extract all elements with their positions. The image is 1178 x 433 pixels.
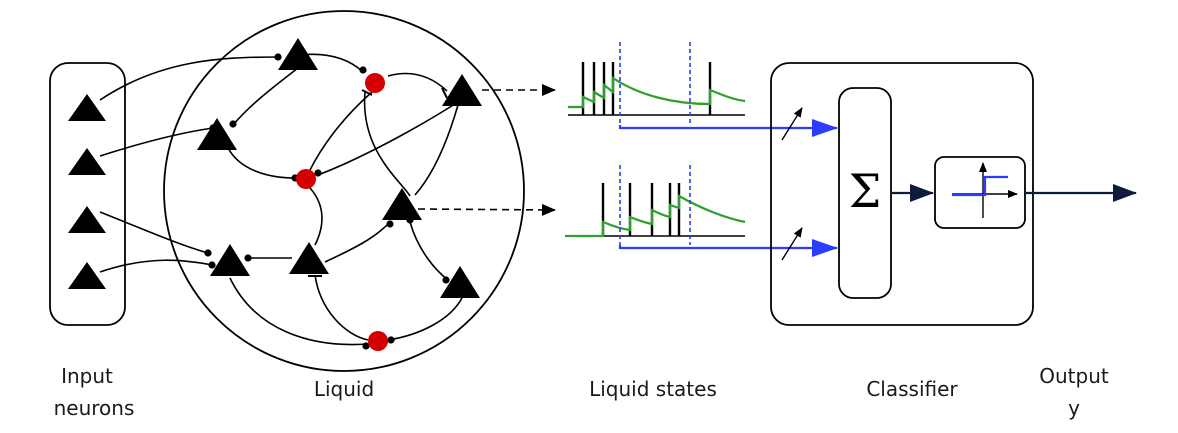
- inhibitory-synapse-bar: [441, 87, 448, 99]
- input-neurons-label-line2: neurons: [54, 396, 135, 420]
- step-function-icon: [952, 162, 1018, 218]
- synapse-dot: [244, 254, 252, 262]
- excitatory-neuron-icon: [278, 38, 318, 70]
- excitatory-neuron-icon: [442, 74, 482, 106]
- connection: [409, 221, 449, 281]
- connection: [99, 127, 214, 157]
- output-label-line2: y: [1068, 396, 1080, 420]
- liquid-group: [99, 10, 525, 372]
- synapse-dot: [314, 169, 322, 177]
- connection: [314, 274, 369, 341]
- synapse-dot: [229, 120, 237, 128]
- synapse-dot: [387, 336, 395, 344]
- readout-arrow-1: [618, 119, 838, 137]
- liquid-states-label: Liquid states: [589, 377, 717, 401]
- excitatory-neuron-icon: [197, 118, 237, 150]
- connection: [387, 297, 463, 341]
- weight-arrow-icon: [781, 227, 803, 261]
- membrane-trace: [568, 75, 746, 109]
- synapse-dot: [204, 249, 212, 257]
- excitatory-neuron-icon: [210, 244, 250, 276]
- synapse-dot: [442, 276, 450, 284]
- connection: [414, 104, 459, 196]
- input-neurons-box: [49, 62, 126, 326]
- inhibitory-neuron-icon: [368, 331, 388, 351]
- connection: [387, 72, 448, 92]
- connection: [99, 259, 213, 273]
- readout-arrow-2: [618, 239, 838, 257]
- classifier-group: Σ: [770, 62, 1034, 326]
- inhibitory-synapse-bar: [361, 89, 373, 96]
- output-label-line1: Output: [1039, 364, 1109, 388]
- input-neuron-4-icon: [68, 262, 106, 289]
- input-neuron-3-icon: [68, 206, 106, 233]
- synapse-dot: [359, 66, 367, 74]
- input-neurons-group: [49, 62, 126, 326]
- liquid-label: Liquid: [314, 377, 374, 401]
- synapse-dot: [386, 220, 394, 228]
- inhibitory-neuron-icon: [296, 169, 316, 189]
- excitatory-neuron-icon: [440, 266, 480, 298]
- liquid-circle: [163, 10, 525, 372]
- connection: [227, 147, 296, 179]
- sum-icon: Σ: [849, 164, 882, 218]
- connection: [99, 56, 279, 101]
- liquid-state-plot-1: [568, 42, 746, 125]
- connection: [99, 211, 209, 254]
- activation-box: [934, 156, 1026, 229]
- liquid-state-plot-2: [565, 165, 746, 245]
- weight-arrow-icon: [781, 107, 803, 141]
- membrane-trace: [565, 194, 746, 238]
- synapse-dot: [362, 342, 370, 350]
- input-neuron-2-icon: [68, 148, 106, 175]
- excitatory-neuron-icon: [382, 188, 422, 220]
- input-neurons-label-line1: Input: [61, 364, 113, 388]
- connection: [232, 67, 299, 126]
- excitatory-neuron-icon: [289, 242, 329, 274]
- connection: [309, 91, 373, 171]
- input-neuron-1-icon: [68, 94, 106, 121]
- connection: [363, 91, 411, 197]
- connection: [229, 277, 369, 346]
- inhibitory-neuron-icon: [365, 73, 385, 93]
- classifier-label: Classifier: [866, 377, 958, 401]
- connection: [309, 187, 323, 246]
- synapse-dot: [274, 53, 282, 61]
- synapse-dot: [208, 261, 216, 269]
- connection: [317, 101, 459, 176]
- state-readout-arrow-2: [417, 203, 556, 216]
- connection: [324, 221, 391, 263]
